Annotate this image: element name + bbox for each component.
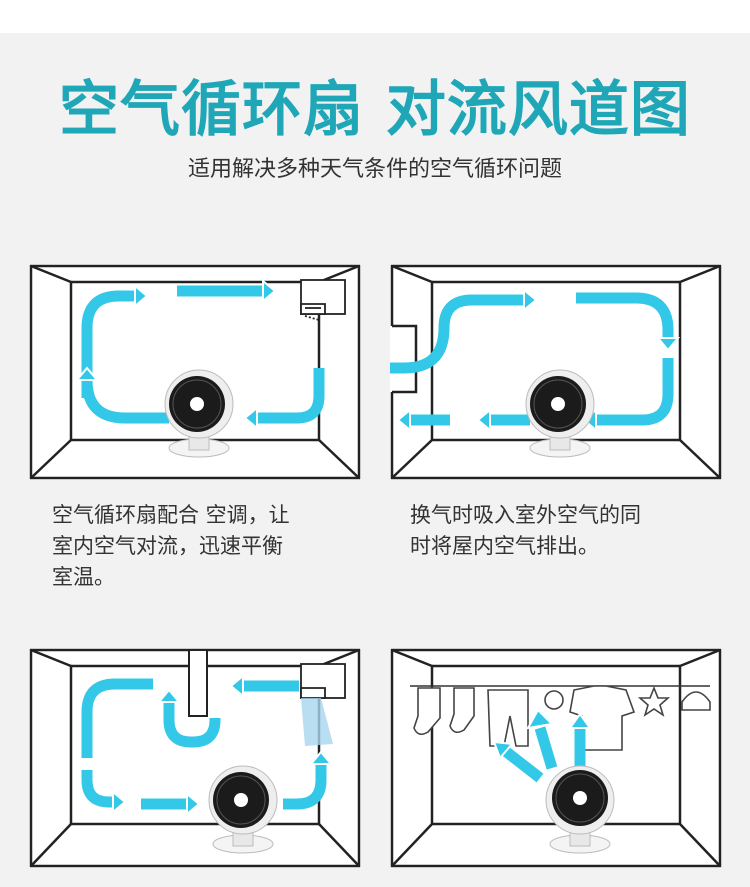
panel-ventilation — [390, 264, 722, 480]
air-conditioner-icon — [300, 279, 346, 321]
airflow-arrows — [390, 287, 681, 433]
caption-line: 室温。 — [52, 565, 115, 589]
fan-icon — [164, 369, 234, 458]
caption-line: 室内空气对流，迅速平衡 — [52, 534, 283, 558]
caption-line: 换气时吸入室外空气的同 — [410, 503, 641, 527]
fan-icon — [208, 765, 278, 854]
air-conditioner-icon — [300, 663, 346, 699]
fan-icon — [525, 369, 595, 458]
caption-panel-2: 换气时吸入室外空气的同 时将屋内空气排出。 — [410, 500, 641, 562]
panel-ac-vent — [29, 648, 361, 868]
page-title: 空气循环扇 对流风道图 — [59, 75, 691, 145]
caption-line: 时将屋内空气排出。 — [410, 534, 599, 558]
window-icon — [392, 324, 418, 394]
airflow-arrows — [492, 708, 592, 783]
fan-icon — [545, 765, 615, 854]
airflow-arrows — [81, 673, 334, 817]
airflow-arrows — [74, 278, 325, 431]
cool-air-stream — [301, 698, 333, 746]
top-band — [0, 0, 750, 33]
caption-panel-1: 空气循环扇配合 空调，让 室内空气对流，迅速平衡 室温。 — [52, 500, 290, 593]
panel-laundry-drying — [390, 648, 722, 868]
caption-line: 空气循环扇配合 空调，让 — [52, 503, 290, 527]
vent-icon — [188, 649, 208, 717]
laundry-icon — [410, 685, 711, 751]
page-subtitle: 适用解决多种天气条件的空气循环问题 — [187, 157, 562, 182]
panel-ac-convection — [29, 264, 361, 480]
